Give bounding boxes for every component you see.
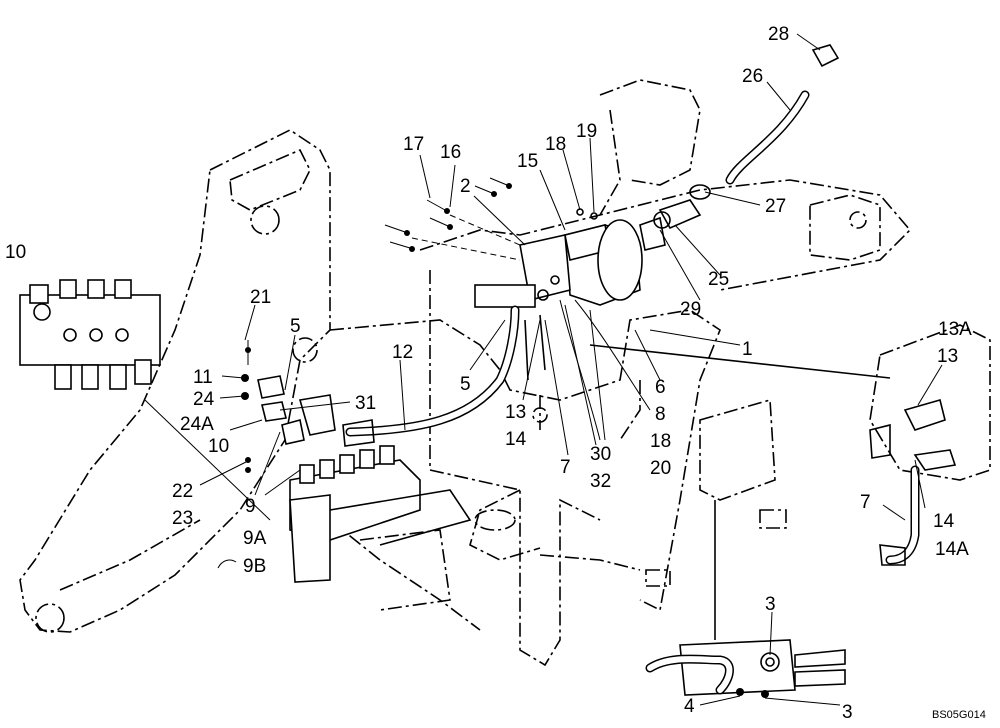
callout-19: 19 — [576, 121, 597, 142]
callout-21: 21 — [250, 287, 271, 308]
callout-3b: 3 — [842, 702, 853, 723]
inset-valve-block — [19, 279, 161, 390]
hydraulic-hoses — [342, 299, 920, 566]
callout-23: 23 — [172, 508, 193, 529]
control-valve — [289, 445, 472, 611]
callout-22: 22 — [172, 481, 193, 502]
callout-14b: 14 — [505, 429, 527, 450]
callout-4: 4 — [684, 696, 695, 717]
callout-12: 12 — [392, 342, 413, 363]
callout-32: 32 — [590, 471, 611, 492]
callout-16: 16 — [440, 142, 461, 163]
callout-9A: 9A — [243, 528, 267, 549]
callout-2: 2 — [460, 176, 471, 197]
callout-17: 17 — [403, 134, 424, 155]
callout-14A: 14A — [935, 539, 969, 560]
callout-25: 25 — [708, 269, 729, 290]
callout-24A: 24A — [180, 414, 214, 435]
breather-tube — [639, 44, 840, 251]
callout-3: 3 — [765, 594, 776, 615]
callout-7: 7 — [860, 492, 871, 513]
solenoid-valve-assembly — [474, 208, 643, 308]
callout-5b: 5 — [460, 374, 471, 395]
callout-13b: 13 — [505, 402, 526, 423]
callout-9: 9 — [245, 496, 256, 517]
callout-10b: 10 — [208, 436, 229, 457]
callout-11: 11 — [193, 367, 213, 388]
callout-31: 31 — [355, 393, 376, 414]
callout-7b: 7 — [560, 457, 571, 478]
callout-9B: 9B — [243, 556, 266, 577]
callout-9B-mark — [217, 559, 237, 569]
callout-8: 8 — [655, 404, 666, 425]
callout-14: 14 — [933, 511, 955, 532]
callout-30: 30 — [590, 444, 611, 465]
callout-29: 29 — [680, 299, 701, 320]
chassis-frame — [329, 79, 912, 667]
callout-10: 10 — [5, 242, 26, 263]
drawing-code: BS05G014 — [932, 709, 986, 721]
callout-28: 28 — [768, 24, 789, 45]
callout-15: 15 — [517, 151, 538, 172]
callout-13: 13 — [937, 346, 958, 367]
access-panel — [699, 398, 776, 501]
callout-6: 6 — [655, 377, 666, 398]
callout-18b: 18 — [650, 431, 671, 452]
fittings-left — [241, 340, 336, 473]
callout-24: 24 — [193, 389, 215, 410]
loader-arm-frame — [19, 129, 331, 633]
callout-20: 20 — [650, 458, 671, 479]
right-cab-bracket — [869, 324, 991, 481]
callout-26: 26 — [742, 66, 763, 87]
callout-1: 1 — [742, 339, 753, 360]
bottom-detail-valve — [645, 500, 846, 698]
callout-18: 18 — [545, 134, 566, 155]
leader-lines — [144, 33, 943, 706]
callout-27: 27 — [765, 196, 786, 217]
mounting-bolts — [384, 177, 521, 261]
callout-5: 5 — [290, 316, 301, 337]
callout-13A: 13A — [938, 319, 972, 340]
